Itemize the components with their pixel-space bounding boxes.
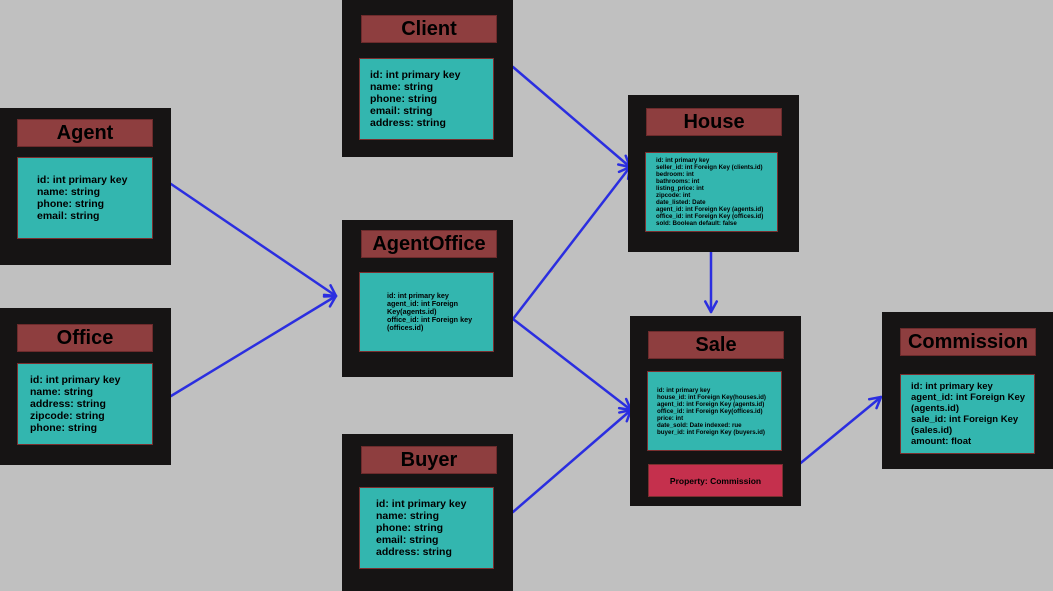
field: name: string (376, 510, 440, 522)
field: id: int primary key (370, 69, 461, 81)
field: name: string (370, 81, 434, 93)
field: id: int primary key (911, 381, 993, 392)
arrow-agent-to-agentoffice (169, 182, 338, 298)
field: office_id: int Foreign Key(offices.id) (657, 407, 763, 415)
agentoffice-fields: id: int primary key agent_id: int Foreig… (359, 272, 494, 352)
field: date_listed: Date (656, 199, 706, 206)
house-title: House (646, 108, 782, 136)
agent-entity[interactable]: Agent id: int primary key name: string p… (0, 108, 171, 265)
office-title: Office (17, 324, 153, 352)
field: agent_id: int Foreign Key (agents.id) (656, 206, 764, 213)
field: phone: string (376, 522, 444, 534)
buyer-fields: id: int primary key name: string phone: … (359, 487, 494, 569)
field: email: string (376, 534, 439, 546)
field: bedroom: int (656, 171, 694, 178)
field: zipcode: string (30, 410, 105, 422)
field: listing_price: int (656, 185, 704, 192)
field: price: int (657, 414, 684, 422)
sale-property-commission: Property: Commission (648, 464, 783, 497)
field: seller_id: int Foreign Key (clients.id) (656, 164, 763, 171)
commission-title: Commission (900, 328, 1036, 356)
sale-entity[interactable]: Sale id: int primary key house_id: int F… (630, 316, 801, 506)
arrowhead-office-to-agentoffice (322, 294, 338, 308)
arrow-agentoffice-to-sale (511, 317, 633, 412)
field: address: string (370, 117, 446, 129)
field: Key(agents.id) (387, 307, 437, 316)
field: agent_id: int Foreign Key (911, 392, 1026, 403)
field: id: int primary key (376, 498, 467, 510)
commission-entity[interactable]: Commission id: int primary key agent_id:… (882, 312, 1053, 469)
house-entity[interactable]: House id: int primary key seller_id: int… (628, 95, 799, 252)
field: date_sold: Date indexed: rue (657, 421, 742, 429)
buyer-title: Buyer (361, 446, 497, 474)
house-fields: id: int primary key seller_id: int Forei… (645, 152, 778, 232)
client-entity[interactable]: Client id: int primary key name: string … (342, 0, 513, 157)
field: agent_id: int Foreign (387, 299, 459, 308)
client-fields: id: int primary key name: string phone: … (359, 58, 494, 140)
arrow-client-to-house (511, 65, 632, 169)
field: (agents.id) (911, 403, 960, 414)
commission-fields: id: int primary key agent_id: int Foreig… (900, 374, 1035, 454)
field: office_id: int Foreign Key (offices.id) (656, 213, 764, 220)
agentoffice-entity[interactable]: AgentOffice id: int primary key agent_id… (342, 220, 513, 377)
field: office_id: int Foreign key (387, 315, 473, 324)
office-fields: id: int primary key name: string address… (17, 363, 153, 445)
arrow-agentoffice-to-house (511, 165, 632, 321)
field: address: string (30, 398, 106, 410)
client-title: Client (361, 15, 497, 43)
field: id: int primary key (387, 291, 449, 300)
field: (offices.id) (387, 323, 424, 332)
field: id: int primary key (656, 157, 710, 164)
sale-title: Sale (648, 331, 784, 359)
field: bathrooms: int (656, 178, 700, 185)
field: phone: string (37, 198, 105, 210)
field: email: string (37, 210, 100, 222)
field: house_id: int Foreign Key(houses.id) (657, 393, 766, 401)
arrow-office-to-agentoffice (169, 294, 338, 398)
field: (sales.id) (911, 425, 953, 436)
arrowhead-house-to-sale (703, 300, 719, 314)
arrow-buyer-to-sale (511, 408, 633, 514)
field: name: string (30, 386, 94, 398)
arrowhead-sale-to-commission (867, 395, 883, 410)
field: phone: string (370, 93, 438, 105)
field: id: int primary key (657, 386, 711, 394)
agent-fields: id: int primary key name: string phone: … (17, 157, 153, 239)
field: amount: float (911, 436, 972, 447)
field: id: int primary key (37, 174, 128, 186)
field: sold: Boolean default: false (656, 220, 737, 227)
agentoffice-title: AgentOffice (361, 230, 497, 258)
field: phone: string (30, 422, 98, 434)
field: buyer_id: int Foreign Key (buyers.id) (657, 428, 765, 436)
buyer-entity[interactable]: Buyer id: int primary key name: string p… (342, 434, 513, 591)
office-entity[interactable]: Office id: int primary key name: string … (0, 308, 171, 465)
agent-title: Agent (17, 119, 153, 147)
sale-fields: id: int primary key house_id: int Foreig… (647, 371, 782, 451)
field: id: int primary key (30, 374, 121, 386)
field: email: string (370, 105, 433, 117)
field: zipcode: int (656, 192, 691, 199)
field: sale_id: int Foreign Key (911, 414, 1019, 425)
field: address: string (376, 546, 452, 558)
field: agent_id: int Foreign Key (agents.id) (657, 400, 765, 408)
field: name: string (37, 186, 101, 198)
